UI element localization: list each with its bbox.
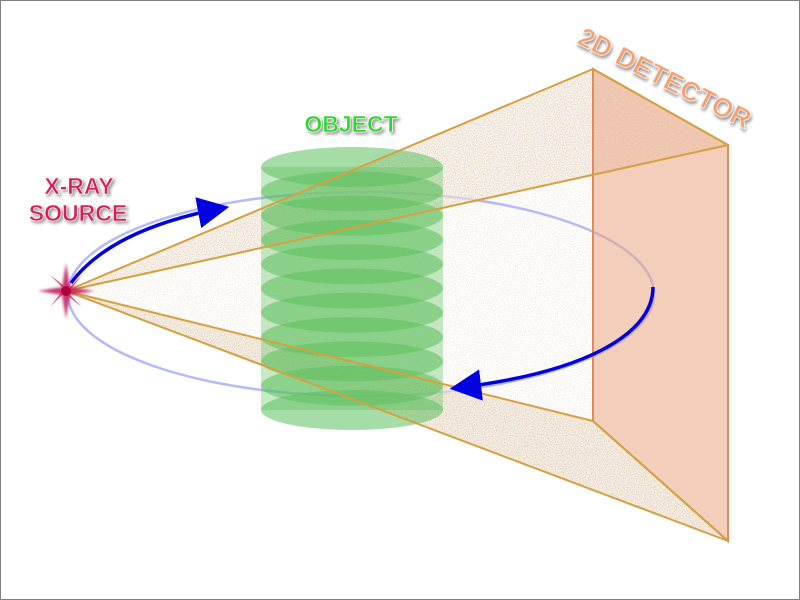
- object-label: OBJECT: [304, 111, 397, 137]
- cone-edge-top: [65, 68, 594, 292]
- cone-edge-right-top: [65, 144, 729, 292]
- cone-edge-left-bottom: [65, 290, 594, 422]
- orbit-arrow-upper: [69, 197, 230, 285]
- object-slice: [261, 390, 443, 430]
- cone-edges: [65, 68, 729, 542]
- source-label-line1: X-RAY: [44, 173, 113, 199]
- detector-top-edge: [592, 68, 729, 146]
- source-label-line2: SOURCE: [29, 200, 127, 226]
- object-slices: [261, 147, 443, 430]
- orbit-arrow-lower: [449, 286, 655, 401]
- xray-source-star-icon: [38, 263, 94, 319]
- cone-edge-bottom: [65, 290, 729, 542]
- detector-bottom-edge: [592, 420, 729, 542]
